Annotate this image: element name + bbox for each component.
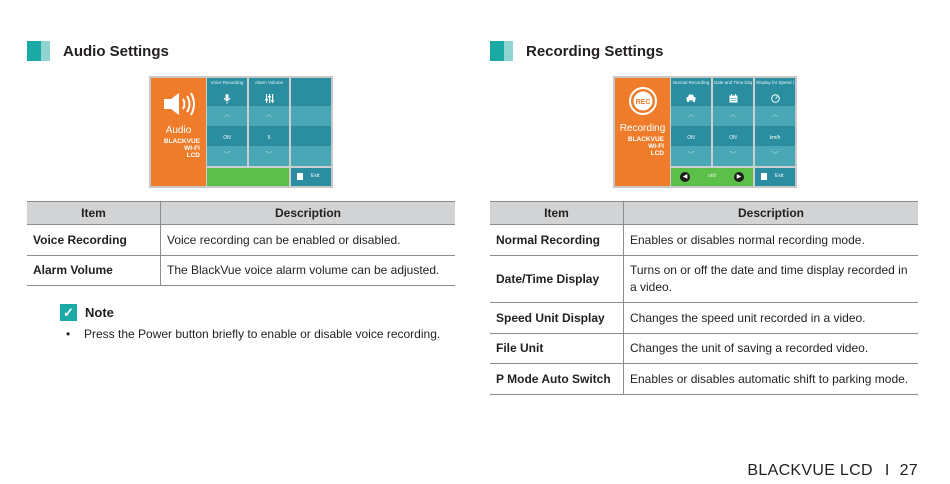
row-item: P Mode Auto Switch <box>490 363 624 395</box>
page-number: 27 <box>899 462 918 479</box>
table-header-item: Item <box>27 201 161 225</box>
section-bookmark-icon <box>490 41 513 61</box>
svg-text:REC: REC <box>635 99 650 106</box>
rec-badge-icon: REC <box>628 87 657 115</box>
row-item: Normal Recording <box>490 224 624 256</box>
date-time-display-setting[interactable]: Date and Time Display ︿ ON ﹀ <box>713 78 753 166</box>
chevron-down-icon[interactable]: ﹀ <box>687 152 695 159</box>
next-arrow-icon[interactable]: ▶ <box>734 172 744 182</box>
normal-recording-setting[interactable]: Normal Recording ︿ ON ﹀ <box>671 78 711 166</box>
exit-icon <box>761 173 767 180</box>
table-row: Alarm Volume The BlackVue voice alarm vo… <box>27 255 455 286</box>
date-time-value: ON <box>729 135 737 141</box>
audio-green-bar <box>207 168 289 186</box>
row-item: Voice Recording <box>27 224 161 256</box>
row-description: Changes the speed unit recorded in a vid… <box>623 302 918 334</box>
chevron-up-icon[interactable]: ︿ <box>771 111 779 118</box>
audio-settings-columns: Voice Recording ︿ ON ﹀ Alarm Volume ︿ 5 … <box>207 78 331 186</box>
row-description: Voice recording can be enabled or disabl… <box>160 224 455 256</box>
chevron-up-icon[interactable]: ︿ <box>265 111 273 118</box>
row-description: Enables or disables automatic shift to p… <box>623 363 918 395</box>
row-description: Changes the unit of saving a recorded vi… <box>623 333 918 364</box>
recording-mode-panel: REC Recording BLACKVUE WI-FI LCD <box>615 78 670 186</box>
volume-bars-icon <box>249 94 289 105</box>
checkmark-icon: ✓ <box>60 304 77 321</box>
chevron-up-icon[interactable]: ︿ <box>223 111 231 118</box>
row-item: Date/Time Display <box>490 255 624 303</box>
chevron-up-icon[interactable]: ︿ <box>687 111 695 118</box>
microphone-icon <box>207 94 247 106</box>
table-row: Voice Recording Voice recording can be e… <box>27 224 455 256</box>
alarm-volume-value: 5 <box>267 135 271 141</box>
table-row: Date/Time Display Turns on or off the da… <box>490 255 918 303</box>
row-item: Alarm Volume <box>27 255 161 286</box>
alarm-volume-setting-header: Alarm Volume <box>254 80 283 85</box>
chevron-down-icon[interactable]: ﹀ <box>265 152 273 159</box>
recording-settings-columns: Normal Recording ︿ ON ﹀ Date and Time Di… <box>671 78 795 186</box>
row-description: Enables or disables normal recording mod… <box>623 224 918 256</box>
table-header-item: Item <box>490 201 624 225</box>
note-title: Note <box>85 305 114 320</box>
file-unit-nav-bar: ◀ unit ▶ <box>671 168 753 186</box>
speaker-icon <box>163 92 195 116</box>
table-header-description: Description <box>160 201 455 225</box>
normal-recording-setting-header: Normal Recording <box>672 80 710 85</box>
date-time-setting-header: Date and Time Display <box>714 80 752 85</box>
recording-settings-table: Item Description Normal Recording Enable… <box>490 201 918 395</box>
audio-settings-table: Item Description Voice Recording Voice r… <box>27 201 455 286</box>
recording-section-title: Recording Settings <box>526 42 664 60</box>
footer-separator: I <box>884 462 890 479</box>
speed-unit-setting[interactable]: Display for Speed Unit ︿ km/h ﹀ <box>755 78 795 166</box>
note-box: ✓ Note Press the Power button briefly to… <box>60 304 440 341</box>
table-row: Speed Unit Display Changes the speed uni… <box>490 302 918 334</box>
row-description: The BlackVue voice alarm volume can be a… <box>160 255 455 286</box>
row-description: Turns on or off the date and time displa… <box>623 255 918 303</box>
audio-section-title: Audio Settings <box>63 42 169 60</box>
audio-brand-label: BLACKVUE WI-FI LCD <box>163 138 200 159</box>
audio-mode-panel: Audio BLACKVUE WI-FI LCD <box>151 78 206 186</box>
exit-icon <box>297 173 303 180</box>
note-item: Press the Power button briefly to enable… <box>66 327 440 341</box>
recording-section-header: Recording Settings <box>490 41 664 61</box>
speed-unit-setting-header: Display for Speed Unit <box>756 80 794 85</box>
recording-brand-label: BLACKVUE WI-FI LCD <box>627 136 664 157</box>
exit-button[interactable]: Exit <box>291 168 331 186</box>
recording-lcd-screenshot: REC Recording BLACKVUE WI-FI LCD Normal … <box>613 76 797 188</box>
exit-button[interactable]: Exit <box>755 168 795 186</box>
alarm-volume-setting[interactable]: Alarm Volume ︿ 5 ﹀ <box>249 78 289 166</box>
audio-mode-label: Audio <box>165 125 192 136</box>
audio-lcd-screenshot: Audio BLACKVUE WI-FI LCD Voice Recording… <box>149 76 333 188</box>
table-row: Normal Recording Enables or disables nor… <box>490 224 918 256</box>
speed-unit-value: km/h <box>769 135 781 141</box>
chevron-down-icon[interactable]: ﹀ <box>223 152 231 159</box>
car-icon <box>671 94 711 104</box>
chevron-up-icon[interactable]: ︿ <box>729 111 737 118</box>
chevron-down-icon[interactable]: ﹀ <box>729 152 737 159</box>
row-item: Speed Unit Display <box>490 302 624 334</box>
exit-label: Exit <box>775 173 784 179</box>
section-bookmark-icon <box>27 41 50 61</box>
empty-setting-column <box>291 78 331 166</box>
table-row: File Unit Changes the unit of saving a r… <box>490 333 918 364</box>
audio-section-header: Audio Settings <box>27 41 169 61</box>
row-item: File Unit <box>490 333 624 364</box>
speedometer-icon <box>755 94 795 105</box>
chevron-down-icon[interactable]: ﹀ <box>771 152 779 159</box>
voice-recording-value: ON <box>223 135 231 141</box>
table-header-description: Description <box>623 201 918 225</box>
file-unit-nav-label: unit <box>707 173 717 179</box>
note-list: Press the Power button briefly to enable… <box>66 327 440 341</box>
normal-recording-value: ON <box>687 135 695 141</box>
table-row: P Mode Auto Switch Enables or disables a… <box>490 363 918 395</box>
prev-arrow-icon[interactable]: ◀ <box>680 172 690 182</box>
recording-mode-label: Recording <box>619 123 666 134</box>
calendar-icon <box>713 94 753 105</box>
footer-product-name: BLACKVUE LCD <box>747 462 873 479</box>
voice-recording-setting[interactable]: Voice Recording ︿ ON ﹀ <box>207 78 247 166</box>
page-footer: BLACKVUE LCD I 27 <box>747 462 918 480</box>
exit-label: Exit <box>311 173 320 179</box>
voice-recording-setting-header: Voice Recording <box>210 80 244 85</box>
